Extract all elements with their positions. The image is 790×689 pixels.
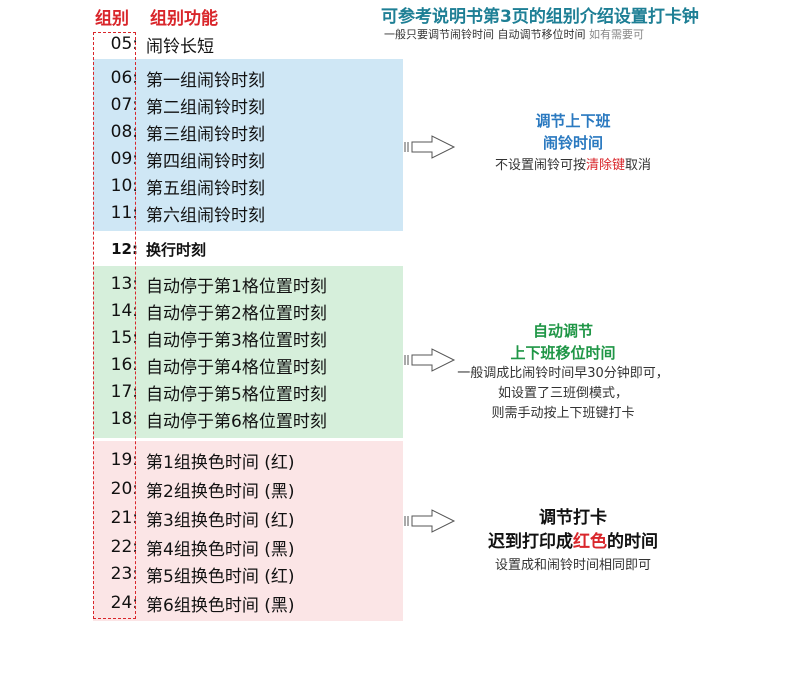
- group-number: 06:: [110, 68, 138, 88]
- group-function: 第三组闹铃时刻: [146, 124, 265, 145]
- group-function: 第六组闹铃时刻: [146, 205, 265, 226]
- color-note-title-line1: 调节打卡: [539, 508, 607, 528]
- page-title: 可参考说明书第3页的组别介绍设置打卡钟: [381, 7, 699, 27]
- red-color-highlight: 红色: [573, 532, 607, 552]
- table-row: 13: 自动停于第1格位置时刻: [93, 271, 327, 297]
- group-function: 第1组换色时间 (红): [146, 452, 295, 473]
- group-number: 08:: [110, 122, 138, 142]
- group-function: 第一组闹铃时刻: [146, 70, 265, 91]
- table-row: 06: 第一组闹铃时刻: [93, 65, 265, 91]
- table-row: 12: 换行时刻: [93, 236, 206, 262]
- group-function: 第5组换色时间 (红): [146, 566, 295, 587]
- group-number: 15:: [110, 328, 138, 348]
- table-row: 23: 第5组换色时间 (红): [93, 561, 295, 587]
- shift-note-title-line1: 自动调节: [532, 322, 593, 340]
- double-line-right-arrow-icon: [404, 135, 456, 159]
- table-row: 05: 闹铃长短: [93, 31, 214, 57]
- group-number: 17:: [110, 382, 138, 402]
- group-function: 闹铃长短: [146, 36, 214, 57]
- group-function: 自动停于第4格位置时刻: [146, 357, 327, 378]
- group-number: 10:: [110, 176, 138, 196]
- table-row: 19: 第1组换色时间 (红): [93, 447, 295, 473]
- group-number: 11:: [110, 203, 138, 223]
- group-number: 16:: [110, 355, 138, 375]
- group-function: 第4组换色时间 (黑): [146, 539, 295, 560]
- alarm-note-desc: 不设置闹铃可按清除键取消: [463, 156, 683, 176]
- group-number: 14:: [110, 301, 138, 321]
- shift-note: 自动调节 上下班移位时间 一般调成比闹铃时间早30分钟即可， 如设置了三班倒模式…: [433, 320, 693, 424]
- alarm-note-desc-pre: 不设置闹铃可按: [494, 158, 586, 173]
- group-number: 24:: [110, 593, 138, 613]
- table-row: 09: 第四组闹铃时刻: [93, 146, 265, 172]
- table-row: 11: 第六组闹铃时刻: [93, 200, 265, 226]
- alarm-note: 调节上下班 闹铃时间 不设置闹铃可按清除键取消: [463, 110, 683, 176]
- table-row: 21: 第3组换色时间 (红): [93, 505, 295, 531]
- alarm-note-title-line2: 闹铃时间: [542, 134, 603, 152]
- alarm-section-band: [93, 59, 403, 231]
- shift-note-desc-line1: 一般调成比闹铃时间早30分钟即可，: [457, 366, 669, 381]
- subtitle-text: 一般只要调节闹铃时间 自动调节移位时间: [384, 28, 586, 41]
- group-function: 第二组闹铃时刻: [146, 97, 265, 118]
- page-subtitle: 一般只要调节闹铃时间 自动调节移位时间 如有需要可: [384, 26, 644, 42]
- shift-note-desc-line2: 如设置了三班倒模式，: [497, 386, 628, 401]
- color-note-title-pre: 迟到打印成: [488, 532, 573, 552]
- group-number: 12:: [111, 240, 138, 258]
- color-note-title-post: 的时间: [607, 532, 658, 552]
- group-number: 05:: [110, 34, 138, 54]
- group-function: 自动停于第6格位置时刻: [146, 411, 327, 432]
- table-row: 18: 自动停于第6格位置时刻: [93, 406, 327, 432]
- table-row: 16: 自动停于第4格位置时刻: [93, 352, 327, 378]
- group-number: 13:: [110, 274, 138, 294]
- group-function: 换行时刻: [146, 240, 207, 259]
- group-number: 20:: [110, 479, 138, 499]
- group-function: 自动停于第2格位置时刻: [146, 303, 327, 324]
- color-note: 调节打卡 迟到打印成红色的时间 设置成和闹铃时间相同即可: [453, 506, 693, 576]
- color-note-title-line2: 迟到打印成红色的时间: [453, 530, 693, 554]
- table-row: 10: 第五组闹铃时刻: [93, 173, 265, 199]
- table-row: 08: 第三组闹铃时刻: [93, 119, 265, 145]
- group-function: 自动停于第3格位置时刻: [146, 330, 327, 351]
- shift-section-band: [93, 266, 403, 438]
- group-function: 第2组换色时间 (黑): [146, 481, 295, 502]
- group-function: 第四组闹铃时刻: [146, 151, 265, 172]
- group-number: 09:: [110, 149, 138, 169]
- group-function: 第五组闹铃时刻: [146, 178, 265, 199]
- table-row: 17: 自动停于第5格位置时刻: [93, 379, 327, 405]
- column-header-function: 组别功能: [150, 9, 218, 29]
- subtitle-tail-text: 如有需要可: [589, 28, 644, 41]
- double-line-right-arrow-icon: [404, 509, 456, 533]
- shift-note-desc-line3: 则需手动按上下班键打卡: [491, 406, 635, 421]
- group-number: 22:: [110, 537, 138, 557]
- double-line-right-arrow-icon: [404, 348, 456, 372]
- clear-key-highlight: 清除键: [585, 158, 625, 173]
- group-number: 23:: [110, 564, 138, 584]
- color-note-desc: 设置成和闹铃时间相同即可: [494, 558, 651, 573]
- group-function: 第3组换色时间 (红): [146, 510, 295, 531]
- shift-note-title-line2: 上下班移位时间: [510, 344, 616, 362]
- group-number: 21:: [110, 508, 138, 528]
- table-row: 07: 第二组闹铃时刻: [93, 92, 265, 118]
- column-header-group: 组别: [95, 9, 129, 29]
- color-section-band: [93, 441, 403, 621]
- group-function: 第6组换色时间 (黑): [146, 595, 295, 616]
- table-row: 22: 第4组换色时间 (黑): [93, 534, 295, 560]
- group-number: 19:: [110, 450, 138, 470]
- alarm-note-title-line1: 调节上下班: [535, 112, 611, 130]
- group-function: 自动停于第1格位置时刻: [146, 276, 327, 297]
- group-number: 07:: [110, 95, 138, 115]
- alarm-note-desc-post: 取消: [625, 158, 652, 173]
- table-row: 15: 自动停于第3格位置时刻: [93, 325, 327, 351]
- table-row: 24: 第6组换色时间 (黑): [93, 590, 295, 616]
- table-row: 14: 自动停于第2格位置时刻: [93, 298, 327, 324]
- table-row: 20: 第2组换色时间 (黑): [93, 476, 295, 502]
- group-number: 18:: [110, 409, 138, 429]
- group-function: 自动停于第5格位置时刻: [146, 384, 327, 405]
